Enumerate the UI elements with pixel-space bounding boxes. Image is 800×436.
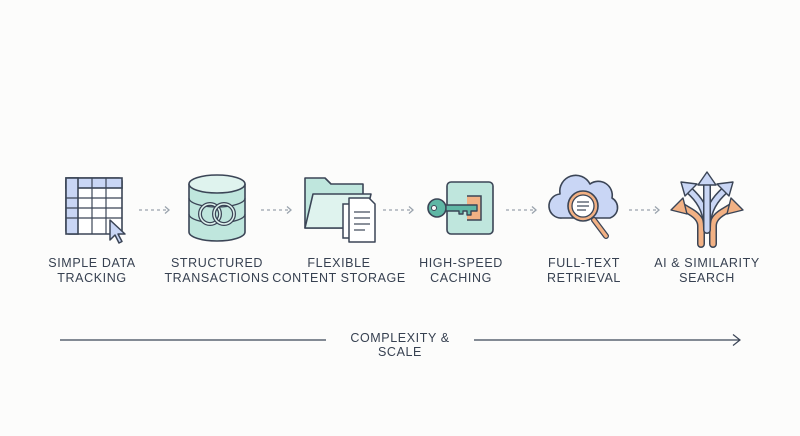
database-rings-icon xyxy=(188,174,246,242)
step-ai-similarity-search: AI & SIMILARITY SEARCH xyxy=(637,168,777,298)
dashed-arrow-icon xyxy=(383,206,414,214)
dashed-arrow-icon xyxy=(506,206,537,214)
step-label: AI & SIMILARITY SEARCH xyxy=(654,256,760,285)
folder-documents-icon xyxy=(304,177,376,243)
key-lock-icon xyxy=(427,181,494,235)
step-structured-transactions: STRUCTURED TRANSACTIONS xyxy=(147,168,287,298)
complexity-axis-arrow xyxy=(60,334,741,346)
cloud-magnifier-icon xyxy=(548,174,619,239)
step-high-speed-caching: HIGH-SPEED CACHING xyxy=(391,168,531,298)
step-simple-data-tracking: SIMPLE DATA TRACKING xyxy=(22,168,162,298)
step-label: FULL-TEXT RETRIEVAL xyxy=(547,256,621,285)
step-full-text-retrieval: FULL-TEXT RETRIEVAL xyxy=(514,168,654,298)
step-label: STRUCTURED TRANSACTIONS xyxy=(164,256,270,285)
dashed-arrow-icon xyxy=(261,206,292,214)
step-flexible-content-storage: FLEXIBLE CONTENT STORAGE xyxy=(269,168,409,298)
spreadsheet-cursor-icon xyxy=(65,177,126,244)
step-label: SIMPLE DATA TRACKING xyxy=(48,256,136,285)
axis-label: COMPLEXITY & SCALE xyxy=(350,331,450,359)
dashed-arrow-icon xyxy=(629,206,660,214)
branching-arrows-icon xyxy=(670,171,744,248)
step-label: FLEXIBLE CONTENT STORAGE xyxy=(272,256,406,285)
step-label: HIGH-SPEED CACHING xyxy=(419,256,503,285)
dashed-arrow-icon xyxy=(139,206,170,214)
